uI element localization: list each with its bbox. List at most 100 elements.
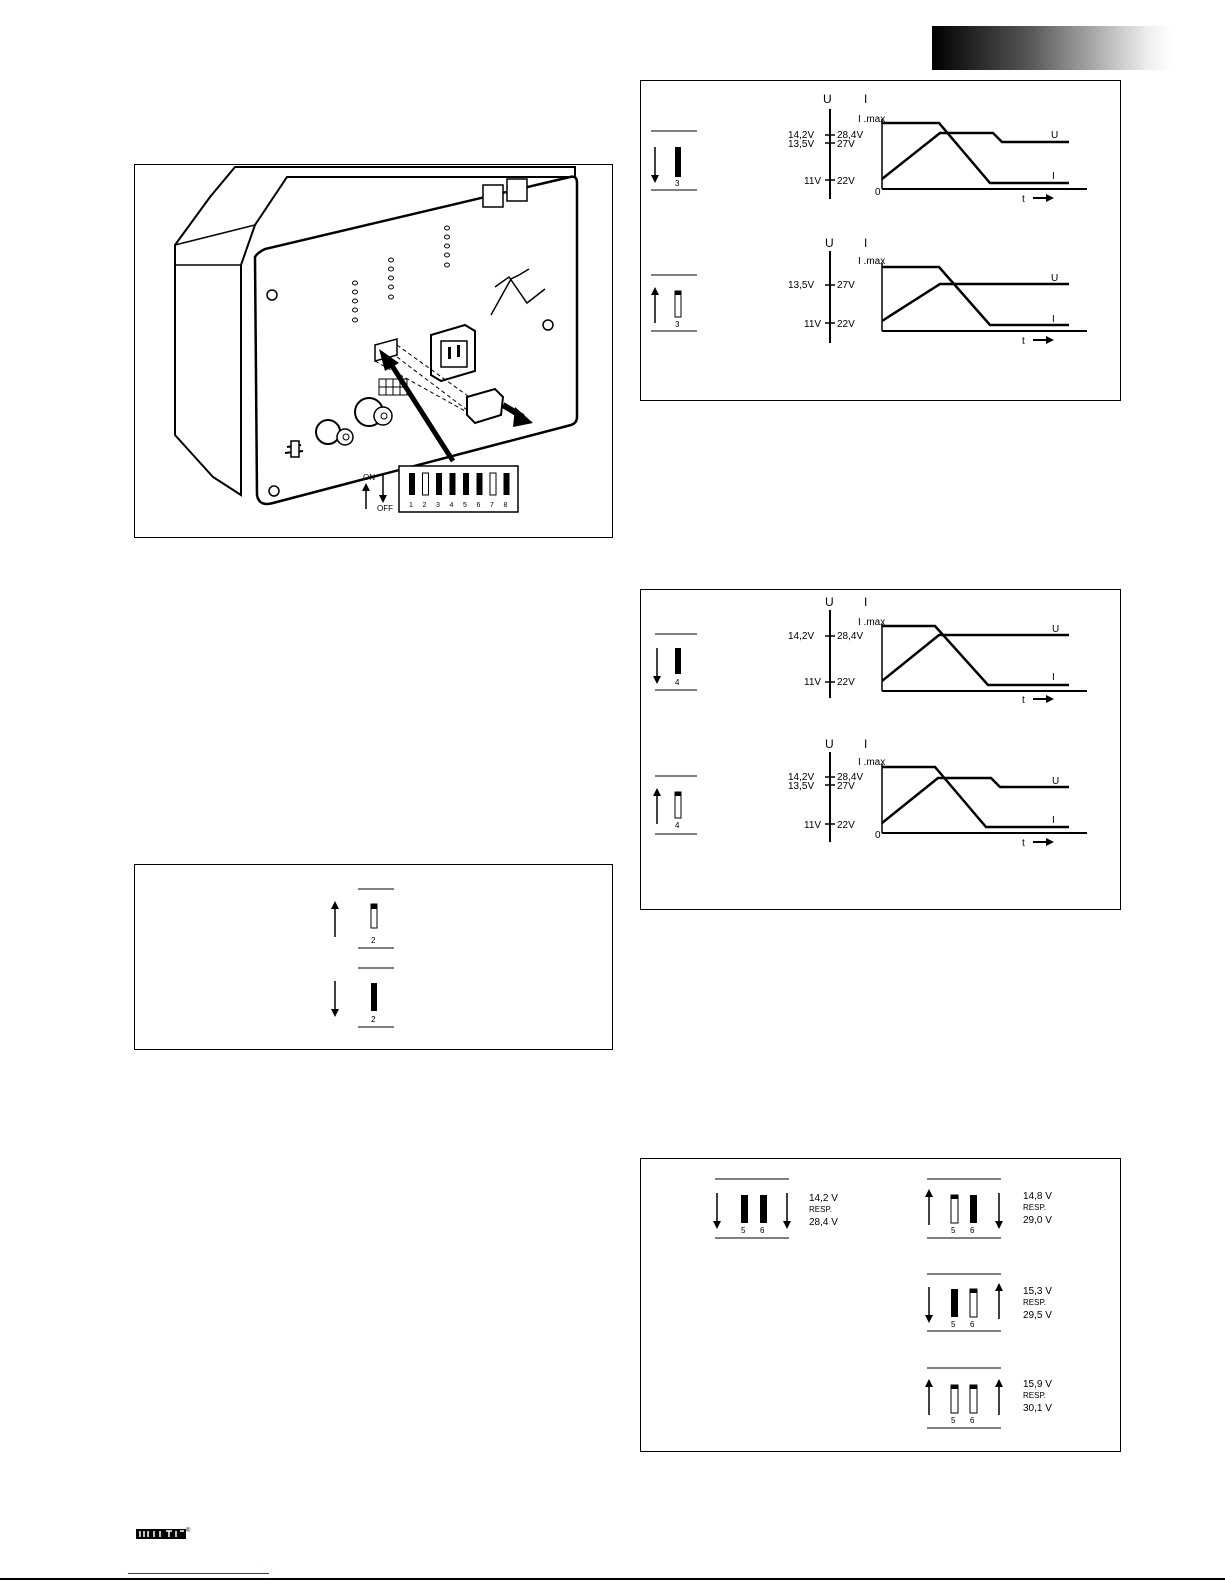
switch3-number: 3 <box>675 179 680 188</box>
svg-text:6: 6 <box>970 1320 975 1329</box>
screw-icon <box>268 485 280 497</box>
svg-text:13,5V: 13,5V <box>788 139 814 150</box>
svg-text:27V: 27V <box>837 280 855 291</box>
svg-text:30,1 V: 30,1 V <box>1023 1403 1052 1414</box>
svg-text:RESP.: RESP. <box>1023 1391 1046 1400</box>
switch2-number: 2 <box>371 1015 376 1024</box>
down-arrow-icon <box>713 1221 721 1229</box>
switch3-panel: 3 U I I .max 14,2V 28,4V 13,5V 27V 11V 2… <box>640 80 1121 401</box>
switch4-on-chart: U I I .max 14,2V 28,4V 13,5V 27V 11V 22V… <box>788 737 1087 849</box>
up-arrow-icon <box>995 1379 1003 1387</box>
svg-text:t: t <box>1022 695 1025 706</box>
svg-text:4: 4 <box>675 678 680 687</box>
svg-text:U: U <box>825 737 834 751</box>
switch56-panel: 5 6 14,2 V RESP. 28,4 V 5 6 14,8 V RESP.… <box>640 1158 1121 1452</box>
logo-icon: ® <box>136 1527 191 1539</box>
dip-switch-number: 4 <box>450 502 454 509</box>
svg-text:15,3 V: 15,3 V <box>1023 1286 1052 1297</box>
dip-switch-number: 1 <box>409 502 413 509</box>
dip-switch-5 <box>463 473 469 495</box>
switch4-off-state: 4 <box>653 633 697 691</box>
footer-link[interactable] <box>128 1573 269 1574</box>
svg-text:29,0 V: 29,0 V <box>1023 1215 1052 1226</box>
svg-text:5: 5 <box>741 1226 746 1235</box>
svg-text:22V: 22V <box>837 677 855 688</box>
svg-text:I .max: I .max <box>858 617 885 628</box>
svg-text:RESP.: RESP. <box>1023 1203 1046 1212</box>
voltage-option-1: 5 6 14,2 V RESP. 28,4 V <box>713 1178 838 1239</box>
svg-text:11V: 11V <box>804 176 821 187</box>
svg-text:14,2V: 14,2V <box>788 772 814 783</box>
svg-text:11V: 11V <box>804 820 821 831</box>
switch3-on-chart: U I I .max 13,5V 27V 11V 22V U I t <box>788 236 1087 347</box>
up-arrow-icon <box>651 287 659 295</box>
dip-switch-number: 5 <box>463 502 467 509</box>
svg-text:14,2V: 14,2V <box>788 631 814 642</box>
svg-text:I: I <box>1052 815 1055 826</box>
svg-text:U: U <box>1052 776 1059 787</box>
svg-text:14,8 V: 14,8 V <box>1023 1191 1052 1202</box>
svg-text:0: 0 <box>875 187 881 198</box>
up-arrow-icon <box>653 788 661 796</box>
svg-text:I: I <box>864 595 867 609</box>
svg-text:28,4V: 28,4V <box>837 631 863 642</box>
screw-icon <box>266 289 278 301</box>
svg-text:I: I <box>1052 672 1055 683</box>
svg-text:5: 5 <box>951 1320 956 1329</box>
svg-text:5: 5 <box>951 1226 956 1235</box>
svg-text:29,5 V: 29,5 V <box>1023 1310 1052 1321</box>
svg-text:27V: 27V <box>837 139 855 150</box>
svg-text:I .max: I .max <box>858 757 885 768</box>
svg-text:22V: 22V <box>837 820 855 831</box>
dip-off-label: OFF <box>377 504 393 513</box>
dip-switch-2 <box>422 472 429 496</box>
dip-switch-8 <box>503 473 510 495</box>
dip-on-label: ON <box>363 473 375 482</box>
svg-text:I: I <box>864 92 867 106</box>
down-arrow-icon <box>783 1221 791 1229</box>
svg-text:13,5V: 13,5V <box>788 280 814 291</box>
up-arrow-icon <box>925 1379 933 1387</box>
dip-switch-number: 2 <box>423 502 427 509</box>
svg-text:t: t <box>1022 838 1025 849</box>
switch4-on-state: 4 <box>653 775 697 835</box>
up-arrow-icon <box>995 1283 1003 1291</box>
svg-text:27V: 27V <box>837 781 855 792</box>
svg-text:22V: 22V <box>837 176 855 187</box>
svg-text:I .max: I .max <box>858 256 885 267</box>
switch4-off-chart: U I I .max 14,2V 28,4V 11V 22V U I t <box>788 595 1087 706</box>
svg-text:U: U <box>823 92 832 106</box>
svg-text:4: 4 <box>675 821 680 830</box>
svg-text:11V: 11V <box>804 677 821 688</box>
svg-text:13,5V: 13,5V <box>788 781 814 792</box>
switch4-panel: 4 U I I .max 14,2V 28,4V 11V 22V U I t <box>640 589 1121 910</box>
svg-text:22V: 22V <box>837 319 855 330</box>
down-arrow-icon <box>653 676 661 684</box>
svg-text:15,9 V: 15,9 V <box>1023 1379 1052 1390</box>
svg-text:RESP.: RESP. <box>1023 1298 1046 1307</box>
up-arrow-icon <box>331 901 339 909</box>
svg-text:28,4 V: 28,4 V <box>809 1217 838 1228</box>
dip-switch-7 <box>489 472 497 496</box>
down-arrow-icon <box>995 1221 1003 1229</box>
svg-text:14,2V: 14,2V <box>788 130 814 141</box>
svg-text:®: ® <box>186 1527 191 1534</box>
dip-switch-number: 7 <box>490 502 494 509</box>
switch3-on-state: 3 <box>651 274 697 332</box>
switch2-panel: 2 2 <box>134 864 613 1050</box>
svg-text:28,4V: 28,4V <box>837 130 863 141</box>
svg-text:t: t <box>1022 336 1025 347</box>
screw-icon <box>542 319 554 331</box>
voltage-option-3: 5 6 15,3 V RESP. 29,5 V <box>925 1273 1052 1332</box>
svg-text:5: 5 <box>951 1416 956 1425</box>
brand-logo: ® <box>136 1524 192 1542</box>
header-gradient-tab <box>932 26 1172 70</box>
dip-switch-number: 6 <box>477 502 481 509</box>
svg-text:6: 6 <box>970 1226 975 1235</box>
svg-text:3: 3 <box>675 320 680 329</box>
svg-text:14,2 V: 14,2 V <box>809 1193 838 1204</box>
svg-text:I .max: I .max <box>858 114 885 125</box>
